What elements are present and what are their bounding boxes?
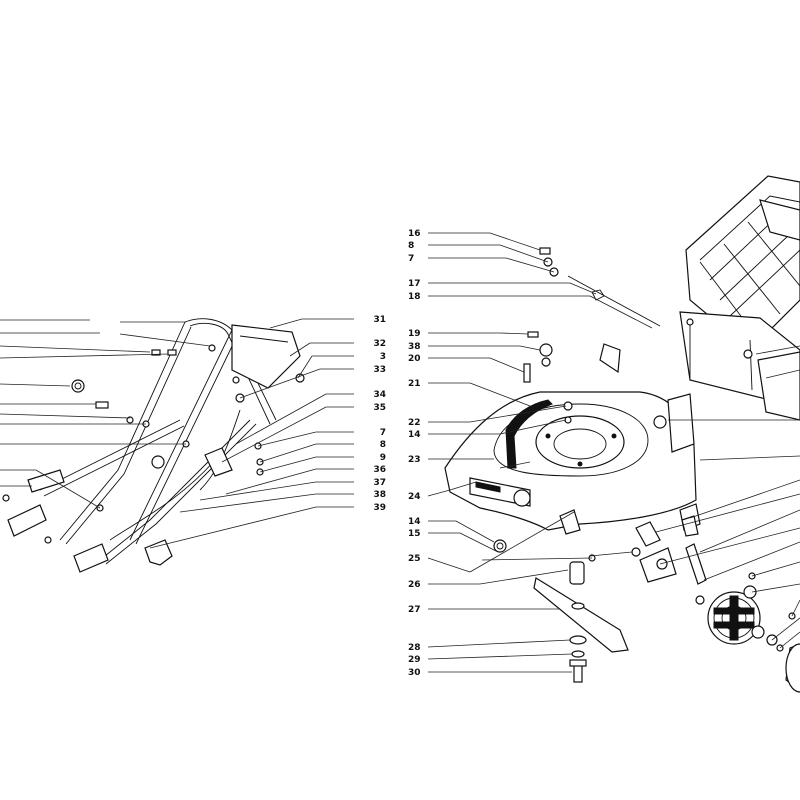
label-deck-28: 28 [408, 643, 421, 653]
deck-right-edge-leaders [499, 345, 800, 649]
label-handle-33: 33 [373, 365, 386, 375]
mower-deck-assembly [444, 343, 701, 535]
label-deck-23: 23 [408, 455, 421, 465]
label-deck-16: 16 [408, 229, 421, 239]
label-handle-9: 9 [380, 453, 386, 463]
label-deck-25: 25 [408, 554, 421, 564]
label-deck-18: 18 [408, 292, 421, 302]
deck-part-labels: 16 8 7 17 18 19 38 20 21 22 14 23 24 14 … [408, 229, 421, 678]
label-handle-31: 31 [373, 315, 386, 325]
label-handle-34: 34 [373, 390, 386, 400]
handle-part-labels: 31 32 3 33 34 35 7 8 9 36 37 38 39 [373, 315, 386, 513]
label-deck-27: 27 [408, 605, 421, 615]
wheel-and-axle [635, 515, 800, 693]
handle-assembly [0, 318, 305, 573]
deck-leader-lines [427, 232, 653, 673]
label-deck-21: 21 [408, 379, 421, 389]
handle-leader-lines [149, 318, 354, 549]
label-deck-26: 26 [408, 580, 421, 590]
label-handle-37: 37 [373, 478, 386, 488]
label-handle-8: 8 [380, 440, 386, 450]
label-handle-7: 7 [380, 428, 386, 438]
label-deck-15: 15 [408, 529, 421, 539]
label-deck-19: 19 [408, 329, 421, 339]
label-deck-7: 7 [408, 254, 414, 264]
label-deck-8: 8 [408, 241, 414, 251]
label-deck-30: 30 [408, 668, 421, 678]
label-handle-32: 32 [373, 339, 386, 349]
label-deck-38: 38 [408, 342, 421, 352]
blade-and-hardware [493, 247, 667, 683]
label-deck-20: 20 [408, 354, 421, 364]
label-deck-14b: 14 [408, 517, 421, 527]
label-deck-29: 29 [408, 655, 421, 665]
label-handle-38: 38 [373, 490, 386, 500]
grass-catcher [679, 175, 800, 421]
label-deck-14a: 14 [408, 430, 421, 440]
label-deck-24: 24 [408, 492, 421, 502]
label-handle-3: 3 [380, 352, 386, 362]
label-handle-35: 35 [373, 403, 386, 413]
label-handle-39: 39 [373, 503, 386, 513]
label-handle-36: 36 [373, 465, 386, 475]
label-deck-22: 22 [408, 418, 421, 428]
label-deck-17: 17 [408, 279, 421, 289]
